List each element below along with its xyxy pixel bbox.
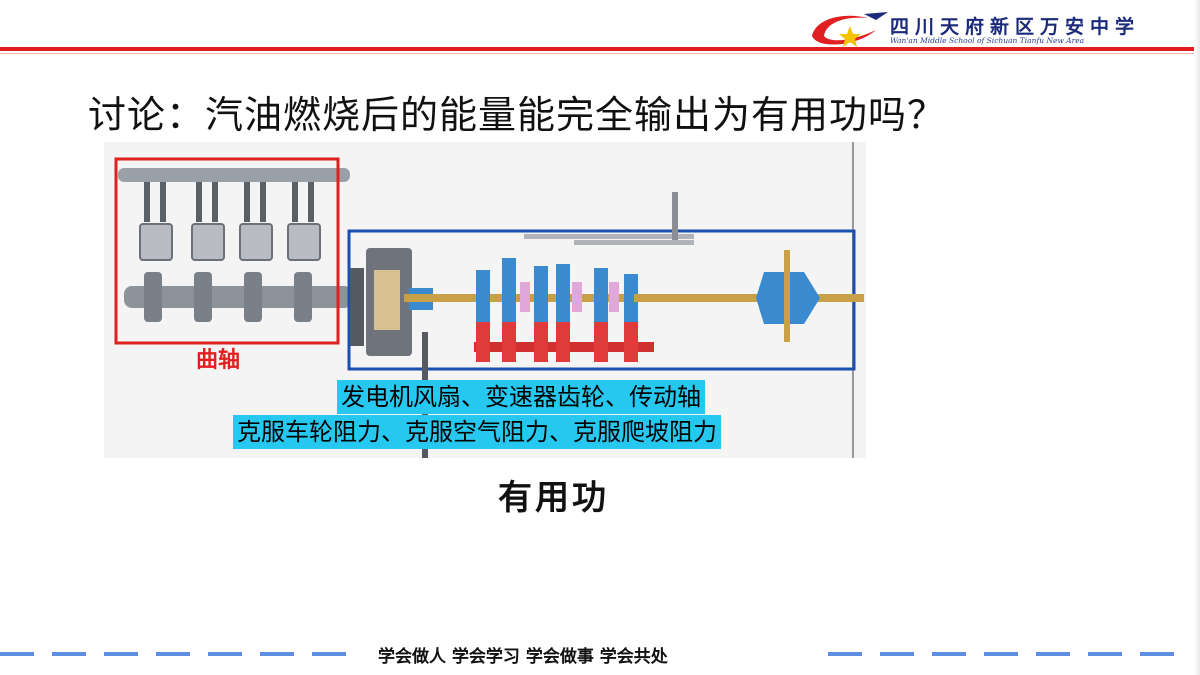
slide-title: 讨论：汽油燃烧后的能量能完全输出为有用功吗？	[88, 93, 947, 137]
header-thin-rule	[0, 53, 1200, 54]
crankshaft-label: 曲轴	[196, 347, 241, 373]
conclusion-text: 有用功	[498, 478, 609, 518]
highlight-text-2: 克服车轮阻力、克服空气阻力、克服爬坡阻力	[233, 415, 721, 449]
footer-motto: 学会做人 学会学习 学会做事 学会共处	[378, 647, 668, 667]
window-edge	[1194, 0, 1200, 675]
school-logo: 四川天府新区万安中学 Wan'an Middle School of Sichu…	[806, 10, 1200, 48]
school-name-en: Wan'an Middle School of Sichuan Tianfu N…	[890, 36, 1085, 45]
logo-swoosh-icon	[812, 12, 888, 47]
footer-dashed-line-right	[828, 652, 1190, 656]
footer-dashed-line-left	[0, 652, 356, 656]
header-red-rule	[0, 47, 1200, 51]
highlight-text-1: 发电机风扇、变速器齿轮、传动轴	[337, 380, 705, 414]
school-name-cn: 四川天府新区万安中学	[890, 16, 1141, 38]
